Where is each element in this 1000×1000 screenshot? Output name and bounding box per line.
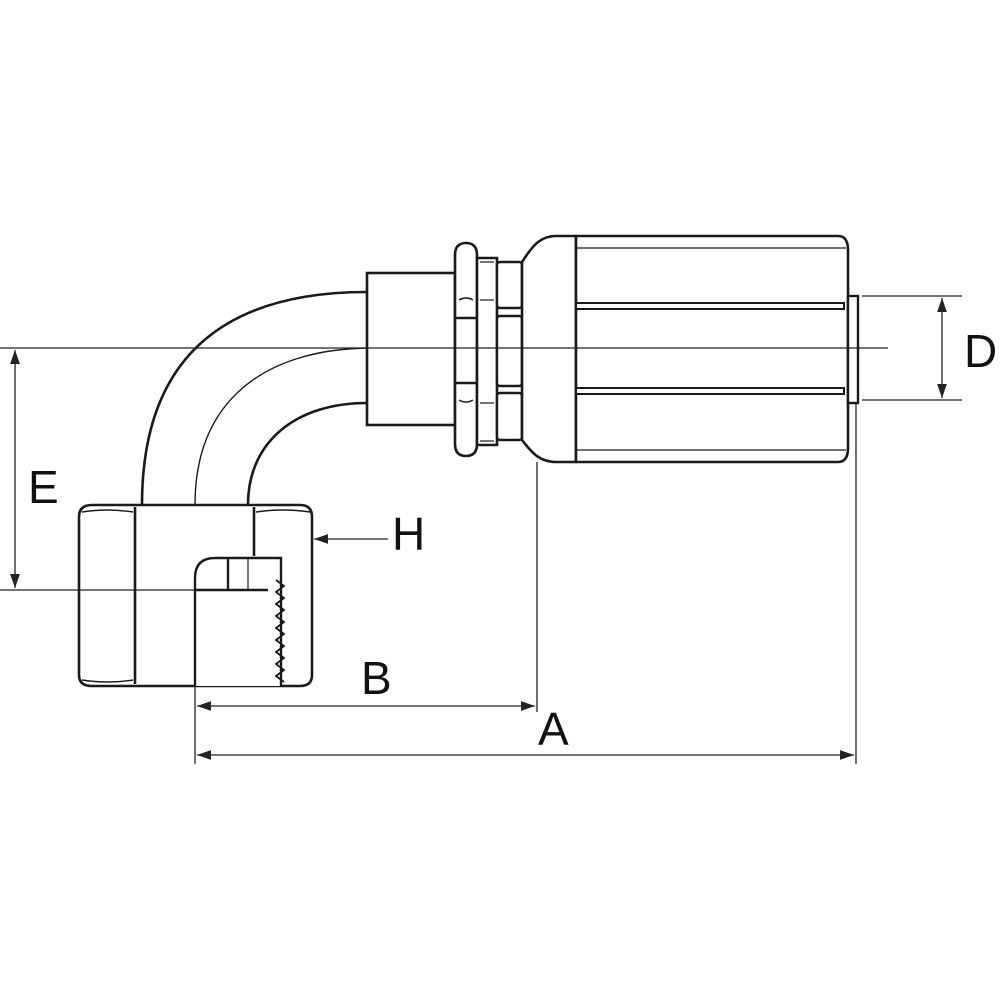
hose-stub (846, 294, 860, 405)
crimp-bands (495, 260, 524, 442)
dimension-lines (0, 295, 962, 764)
dimension-label-b: B (361, 652, 392, 704)
dimension-label-d: D (964, 325, 998, 377)
socket-shoulder (520, 234, 578, 464)
socket-neck (475, 256, 499, 447)
socket-body (574, 234, 850, 464)
dimension-label-a: A (538, 703, 569, 755)
dimension-label-e: E (28, 461, 59, 513)
hex-nut (453, 241, 479, 458)
collar (365, 271, 457, 427)
dimension-label-h: H (392, 508, 426, 560)
thread-profile (274, 579, 286, 683)
elbow-tube (140, 290, 368, 506)
nut-cutaway (193, 556, 283, 686)
